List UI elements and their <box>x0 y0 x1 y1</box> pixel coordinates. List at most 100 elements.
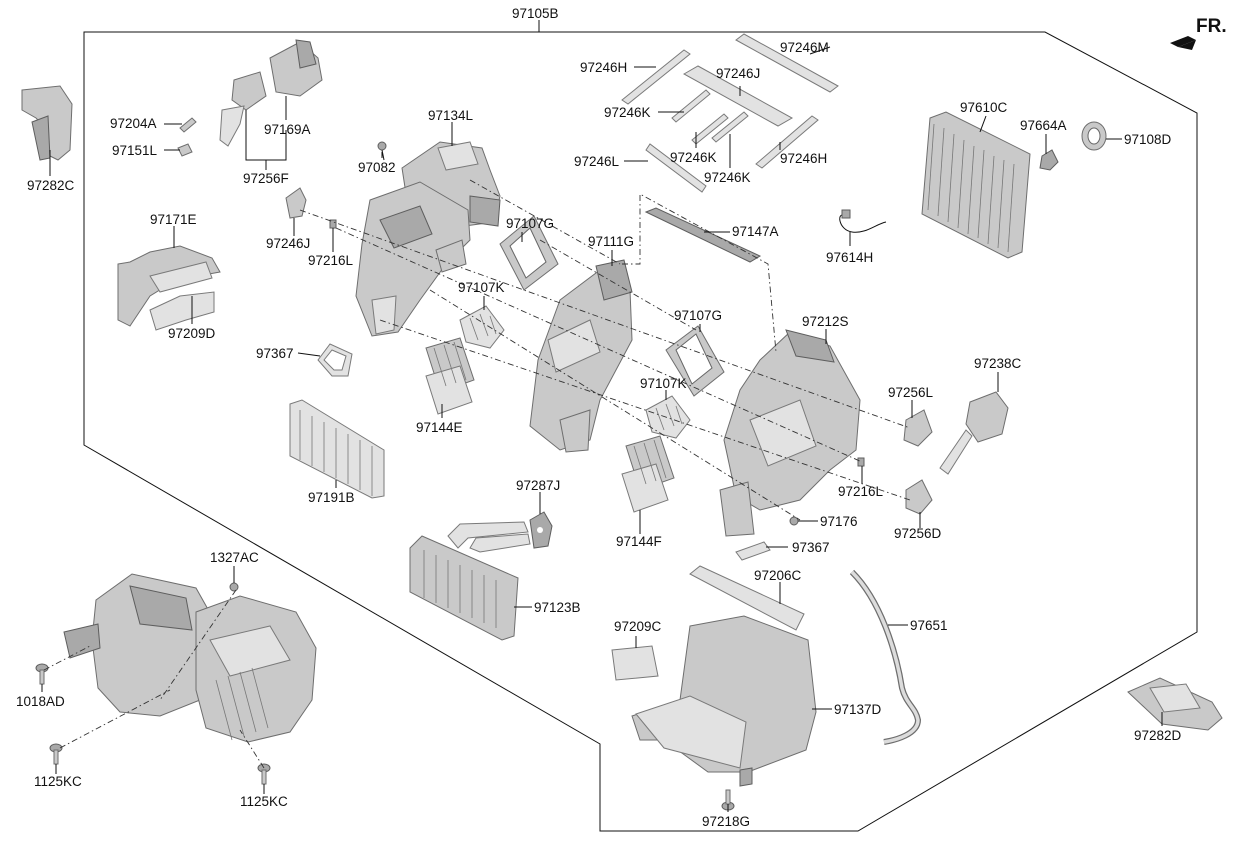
seal-97367-right-part <box>735 541 771 561</box>
label-97256D: 97256D <box>894 526 942 541</box>
label-97204A: 97204A <box>110 116 157 131</box>
seal-97108D-part <box>1081 121 1107 151</box>
actuator-97256D-part <box>905 479 933 515</box>
case-97111G-part <box>529 259 633 453</box>
screw-1327AC-part <box>229 582 239 592</box>
label-97246H-right: 97246H <box>780 151 827 166</box>
case-97212S-part <box>719 329 861 537</box>
actuator-97238C-part <box>939 391 1009 475</box>
front-arrow-icon <box>1170 36 1196 50</box>
label-97216L-left: 97216L <box>308 253 354 268</box>
label-97246H-top: 97246H <box>580 60 627 75</box>
label-97610C: 97610C <box>960 100 1008 115</box>
label-97107K-a: 97107K <box>458 280 505 295</box>
grommet-97287J-part <box>529 511 553 549</box>
label-1125KC-a: 1125KC <box>34 774 82 789</box>
bracket-97282D-part <box>1127 677 1223 731</box>
hose-97651-part <box>849 569 922 745</box>
label-97144F: 97144F <box>616 534 662 549</box>
label-97176: 97176 <box>820 514 858 529</box>
label-97111G: 97111G <box>588 234 634 249</box>
assembly-boundary <box>83 31 1198 832</box>
label-97206C: 97206C <box>754 568 802 583</box>
filter-97144F-part <box>621 435 675 513</box>
label-97246K-a: 97246K <box>604 105 651 120</box>
label-97082: 97082 <box>358 160 396 175</box>
strip-97246M-part <box>735 33 839 93</box>
label-97256L: 97256L <box>888 385 934 400</box>
actuator-97246J-part <box>285 187 307 219</box>
leader-lines <box>41 46 1163 812</box>
strip-97246K-b-part <box>691 113 729 145</box>
label-97282C: 97282C <box>27 178 75 193</box>
label-97107G-a: 97107G <box>506 216 554 231</box>
hvac-assembly-part <box>63 573 317 743</box>
label-97134L: 97134L <box>428 108 474 123</box>
label-97151L: 97151L <box>112 143 158 158</box>
filter-97144E-part <box>425 337 475 415</box>
clip-97204A-part <box>179 117 197 133</box>
label-1327AC: 1327AC <box>210 550 259 565</box>
label-97218G: 97218G <box>702 814 750 829</box>
label-97367-left: 97367 <box>256 346 294 361</box>
label-97246L: 97246L <box>574 154 620 169</box>
label-97282D: 97282D <box>1134 728 1182 743</box>
gasket-97367-left-part <box>317 343 353 377</box>
bracket-97282C-part <box>21 85 73 161</box>
clip-97664A-part <box>1039 149 1059 171</box>
label-97171E: 97171E <box>150 212 197 227</box>
frame-97107G-b-part <box>665 325 725 397</box>
label-97246J-top: 97246J <box>716 66 760 81</box>
sensor-97614H-part <box>839 209 887 233</box>
label-97287J: 97287J <box>516 478 560 493</box>
actuator-97256L-part <box>903 409 933 447</box>
filter-97107K-b-part <box>645 395 691 439</box>
label-97144E: 97144E <box>416 420 463 435</box>
strip-97246L-part <box>645 143 707 193</box>
case-left-part <box>355 181 471 337</box>
seal-97147A-part <box>644 207 762 263</box>
bolt-1125KC-a-part <box>49 743 63 765</box>
evaporator-97610C-part <box>921 111 1031 259</box>
label-97367-right: 97367 <box>792 540 830 555</box>
label-fr: FR. <box>1196 16 1227 37</box>
label-97216L-right: 97216L <box>838 484 884 499</box>
label-97169A: 97169A <box>264 122 311 137</box>
strip-97246H-right-part <box>755 115 819 169</box>
strip-97246J-top-part <box>682 65 794 127</box>
alignment-lines <box>43 179 911 769</box>
seal-97209D-part <box>149 291 215 331</box>
label-97651: 97651 <box>910 618 948 633</box>
heater-core-97123B-part <box>409 521 531 641</box>
bolt-1125KC-b-part <box>257 763 271 785</box>
label-97246K-c: 97246K <box>704 170 751 185</box>
label-97614H: 97614H <box>826 250 873 265</box>
label-97107K-b: 97107K <box>640 376 687 391</box>
heater-97191B-part <box>289 399 385 499</box>
actuator-97169A-part <box>219 39 323 147</box>
label-97107G-b: 97107G <box>674 308 722 323</box>
label-97191B: 97191B <box>308 490 355 505</box>
label-97209D: 97209D <box>168 326 216 341</box>
pad-97209C-part <box>611 645 659 681</box>
label-97105B: 97105B <box>512 6 559 21</box>
label-1125KC-b: 1125KC <box>240 794 288 809</box>
strip-97246K-c-part <box>711 111 749 143</box>
duct-97171E-part <box>117 245 221 327</box>
strip-97246K-a-part <box>671 89 711 123</box>
clip-97216L-right-part <box>857 457 865 467</box>
filter-97107K-a-part <box>459 305 505 349</box>
case-97137D-part <box>631 615 817 787</box>
part-labels: 97105B FR. 97282C 97204A 97151L 97169A 9… <box>16 6 1227 829</box>
screw-97176-part <box>789 516 799 526</box>
label-97137D: 97137D <box>834 702 882 717</box>
seal-97206C-part <box>689 565 805 631</box>
label-97147A: 97147A <box>732 224 779 239</box>
label-97212S: 97212S <box>802 314 849 329</box>
label-97123B: 97123B <box>534 600 581 615</box>
label-97256F: 97256F <box>243 171 289 186</box>
strip-97246H-top-part <box>621 49 691 105</box>
label-97238C: 97238C <box>974 356 1022 371</box>
label-1018AD: 1018AD <box>16 694 65 709</box>
